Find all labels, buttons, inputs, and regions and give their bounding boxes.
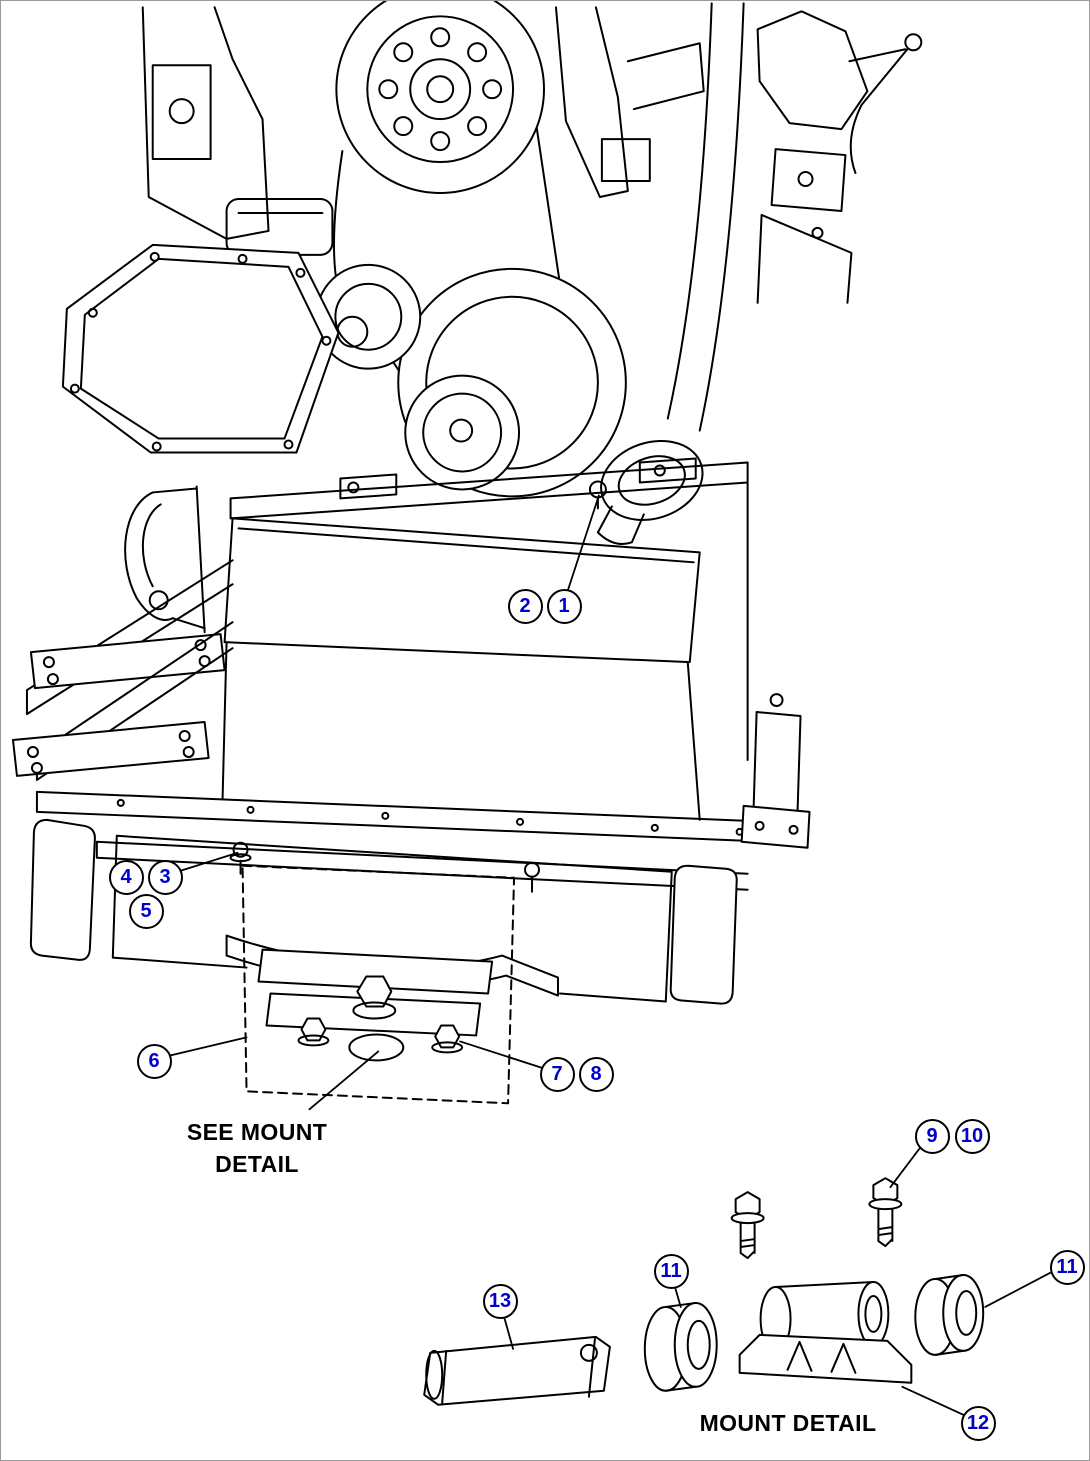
flange-bolt-left xyxy=(730,1191,765,1260)
mount-pin xyxy=(423,1335,611,1406)
exhaust-pipe xyxy=(666,2,713,420)
flange-bolt-right xyxy=(868,1177,903,1248)
frame-pad-left xyxy=(29,818,96,961)
callout-10: 10 xyxy=(954,1118,990,1154)
callout-5: 5 xyxy=(128,893,164,929)
mount-detail-parts xyxy=(423,1177,985,1406)
callout-2: 2 xyxy=(507,588,543,624)
callout-12: 12 xyxy=(960,1405,996,1441)
accessory-housing xyxy=(61,243,340,454)
callout-1-leader xyxy=(562,494,600,607)
mount-bracket xyxy=(738,1280,913,1384)
frame-pad-right xyxy=(669,864,738,1005)
see-mount-detail-label-line-2: DETAIL xyxy=(215,1150,299,1177)
see-mount-leader xyxy=(308,1050,380,1111)
crankshaft-pulley xyxy=(335,1,545,194)
see-mount-detail-label: SEE MOUNT DETAIL xyxy=(187,1117,327,1180)
dipstick-handle xyxy=(904,33,923,52)
callout-7-leader xyxy=(459,1040,557,1074)
callout-4: 4 xyxy=(108,859,144,895)
main-frame xyxy=(11,457,811,1005)
mount-assembly xyxy=(225,841,559,1111)
callout-13: 13 xyxy=(482,1283,518,1319)
mount-detail-label-line-1: MOUNT DETAIL xyxy=(699,1410,877,1436)
rubber-bushing-left xyxy=(643,1301,718,1392)
callout-3: 3 xyxy=(147,859,183,895)
callout-1: 1 xyxy=(546,588,582,624)
rubber-bushing-right xyxy=(914,1274,985,1356)
see-mount-detail-label-line-1: SEE MOUNT xyxy=(186,1119,328,1145)
mount-detail-label: MOUNT DETAIL xyxy=(700,1408,877,1440)
callout-6: 6 xyxy=(136,1043,172,1079)
callout-9: 9 xyxy=(914,1118,950,1154)
callout-11-left: 11 xyxy=(653,1253,689,1289)
callout-8: 8 xyxy=(578,1056,614,1092)
callout-11-right: 11 xyxy=(1049,1249,1085,1285)
mount-bolt-left xyxy=(232,841,249,858)
engine-assembly xyxy=(61,1,923,545)
callout-7: 7 xyxy=(539,1056,575,1092)
mount-bolt-right xyxy=(524,861,541,878)
mount-detail-boundary xyxy=(241,864,516,1105)
